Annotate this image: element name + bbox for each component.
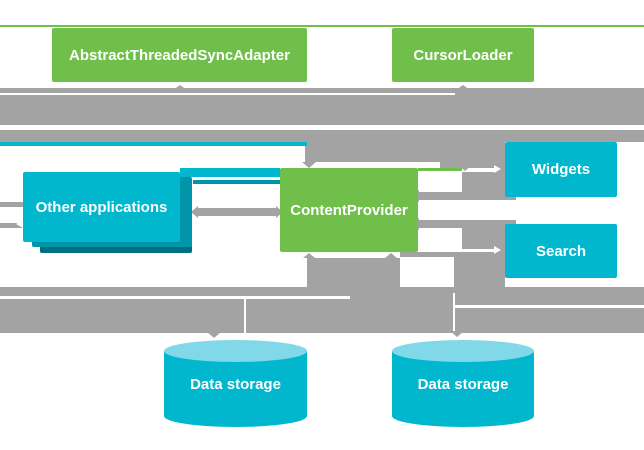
vertical-band-widgets: [462, 130, 505, 197]
node-label: CursorLoader: [413, 46, 513, 64]
node-search: Search: [505, 224, 617, 278]
arrowhead-down-storage-left: [207, 332, 221, 338]
cylinder-label: Data storage: [417, 376, 509, 393]
node-cursor-loader: CursorLoader: [392, 28, 534, 82]
green-edge-line-contentprovider: [418, 168, 462, 171]
node-widgets: Widgets: [505, 142, 617, 197]
node-label: Widgets: [531, 161, 591, 178]
band-below-search: [454, 257, 505, 288]
left-margin-bar-2: [0, 223, 23, 228]
node-label: ContentProvider: [290, 201, 408, 219]
cylinder-top: [164, 340, 307, 362]
node-other-applications: Other applications: [23, 172, 180, 242]
band-separator-bottom-left: [0, 296, 350, 299]
vertical-separator-storage-right: [453, 293, 455, 333]
arrowhead-white-left-2: [16, 220, 23, 228]
arrowhead-up-storage-left: [303, 253, 315, 258]
connector-widgets-to-contentprovider: [419, 191, 516, 200]
teal-bar-upper: [180, 168, 280, 177]
cylinder-bottom: [392, 405, 534, 427]
shaft-arrow-to-search: [462, 248, 494, 252]
bar-to-search: [400, 252, 505, 257]
arrowhead-down-storage-right: [450, 331, 464, 337]
cylinder-label: Data storage: [190, 376, 281, 393]
cylinder-bottom: [164, 405, 307, 427]
arrowhead-white-left-1: [16, 193, 23, 202]
band-separator-bottom-right: [454, 305, 644, 308]
arrow-band-right-ext: [440, 162, 462, 168]
arrowhead-right-into-contentprovider: [276, 205, 283, 218]
arrow-band-bottom: [0, 287, 644, 333]
cylinder-top: [392, 340, 534, 362]
arrowhead-up-syncadapter: [173, 85, 187, 90]
connector-search-to-contentprovider: [419, 220, 516, 228]
node-content-provider: ContentProvider: [280, 168, 418, 252]
teal-bar-lower: [193, 180, 280, 184]
arrowhead-up-storage-right: [385, 252, 397, 258]
node-label: Search: [535, 242, 587, 260]
arrow-band-top-2: [0, 129, 644, 142]
arrowhead-down-contentprovider-right: [458, 165, 472, 171]
band-separator-top: [0, 125, 644, 130]
left-margin-bar-1: [0, 202, 23, 207]
green-edge-line-top: [0, 25, 644, 27]
shaft-arrow-to-widgets: [462, 168, 494, 172]
vertical-separator-storage-left: [244, 296, 246, 333]
arrowhead-left-otherapps: [191, 206, 198, 218]
arrow-band-to-contentprovider: [305, 142, 463, 162]
arrowhead-down-contentprovider-left: [302, 162, 316, 168]
cylinder-data-storage-right: Data storage: [392, 340, 534, 427]
arrowhead-up-cursorloader: [456, 85, 470, 90]
node-abstract-threaded-sync-adapter: AbstractThreadedSyncAdapter: [52, 28, 307, 82]
arrowhead-right-search: [494, 245, 501, 254]
connector-otherapps-contentprovider: [198, 208, 276, 216]
cylinder-data-storage-left: Data storage: [164, 340, 307, 427]
cyan-edge-line: [0, 142, 307, 146]
node-label: AbstractThreadedSyncAdapter: [69, 46, 290, 64]
node-label: Other applications: [35, 198, 168, 216]
shaft-line-top: [0, 92, 455, 95]
arrowhead-right-widgets: [494, 165, 501, 173]
